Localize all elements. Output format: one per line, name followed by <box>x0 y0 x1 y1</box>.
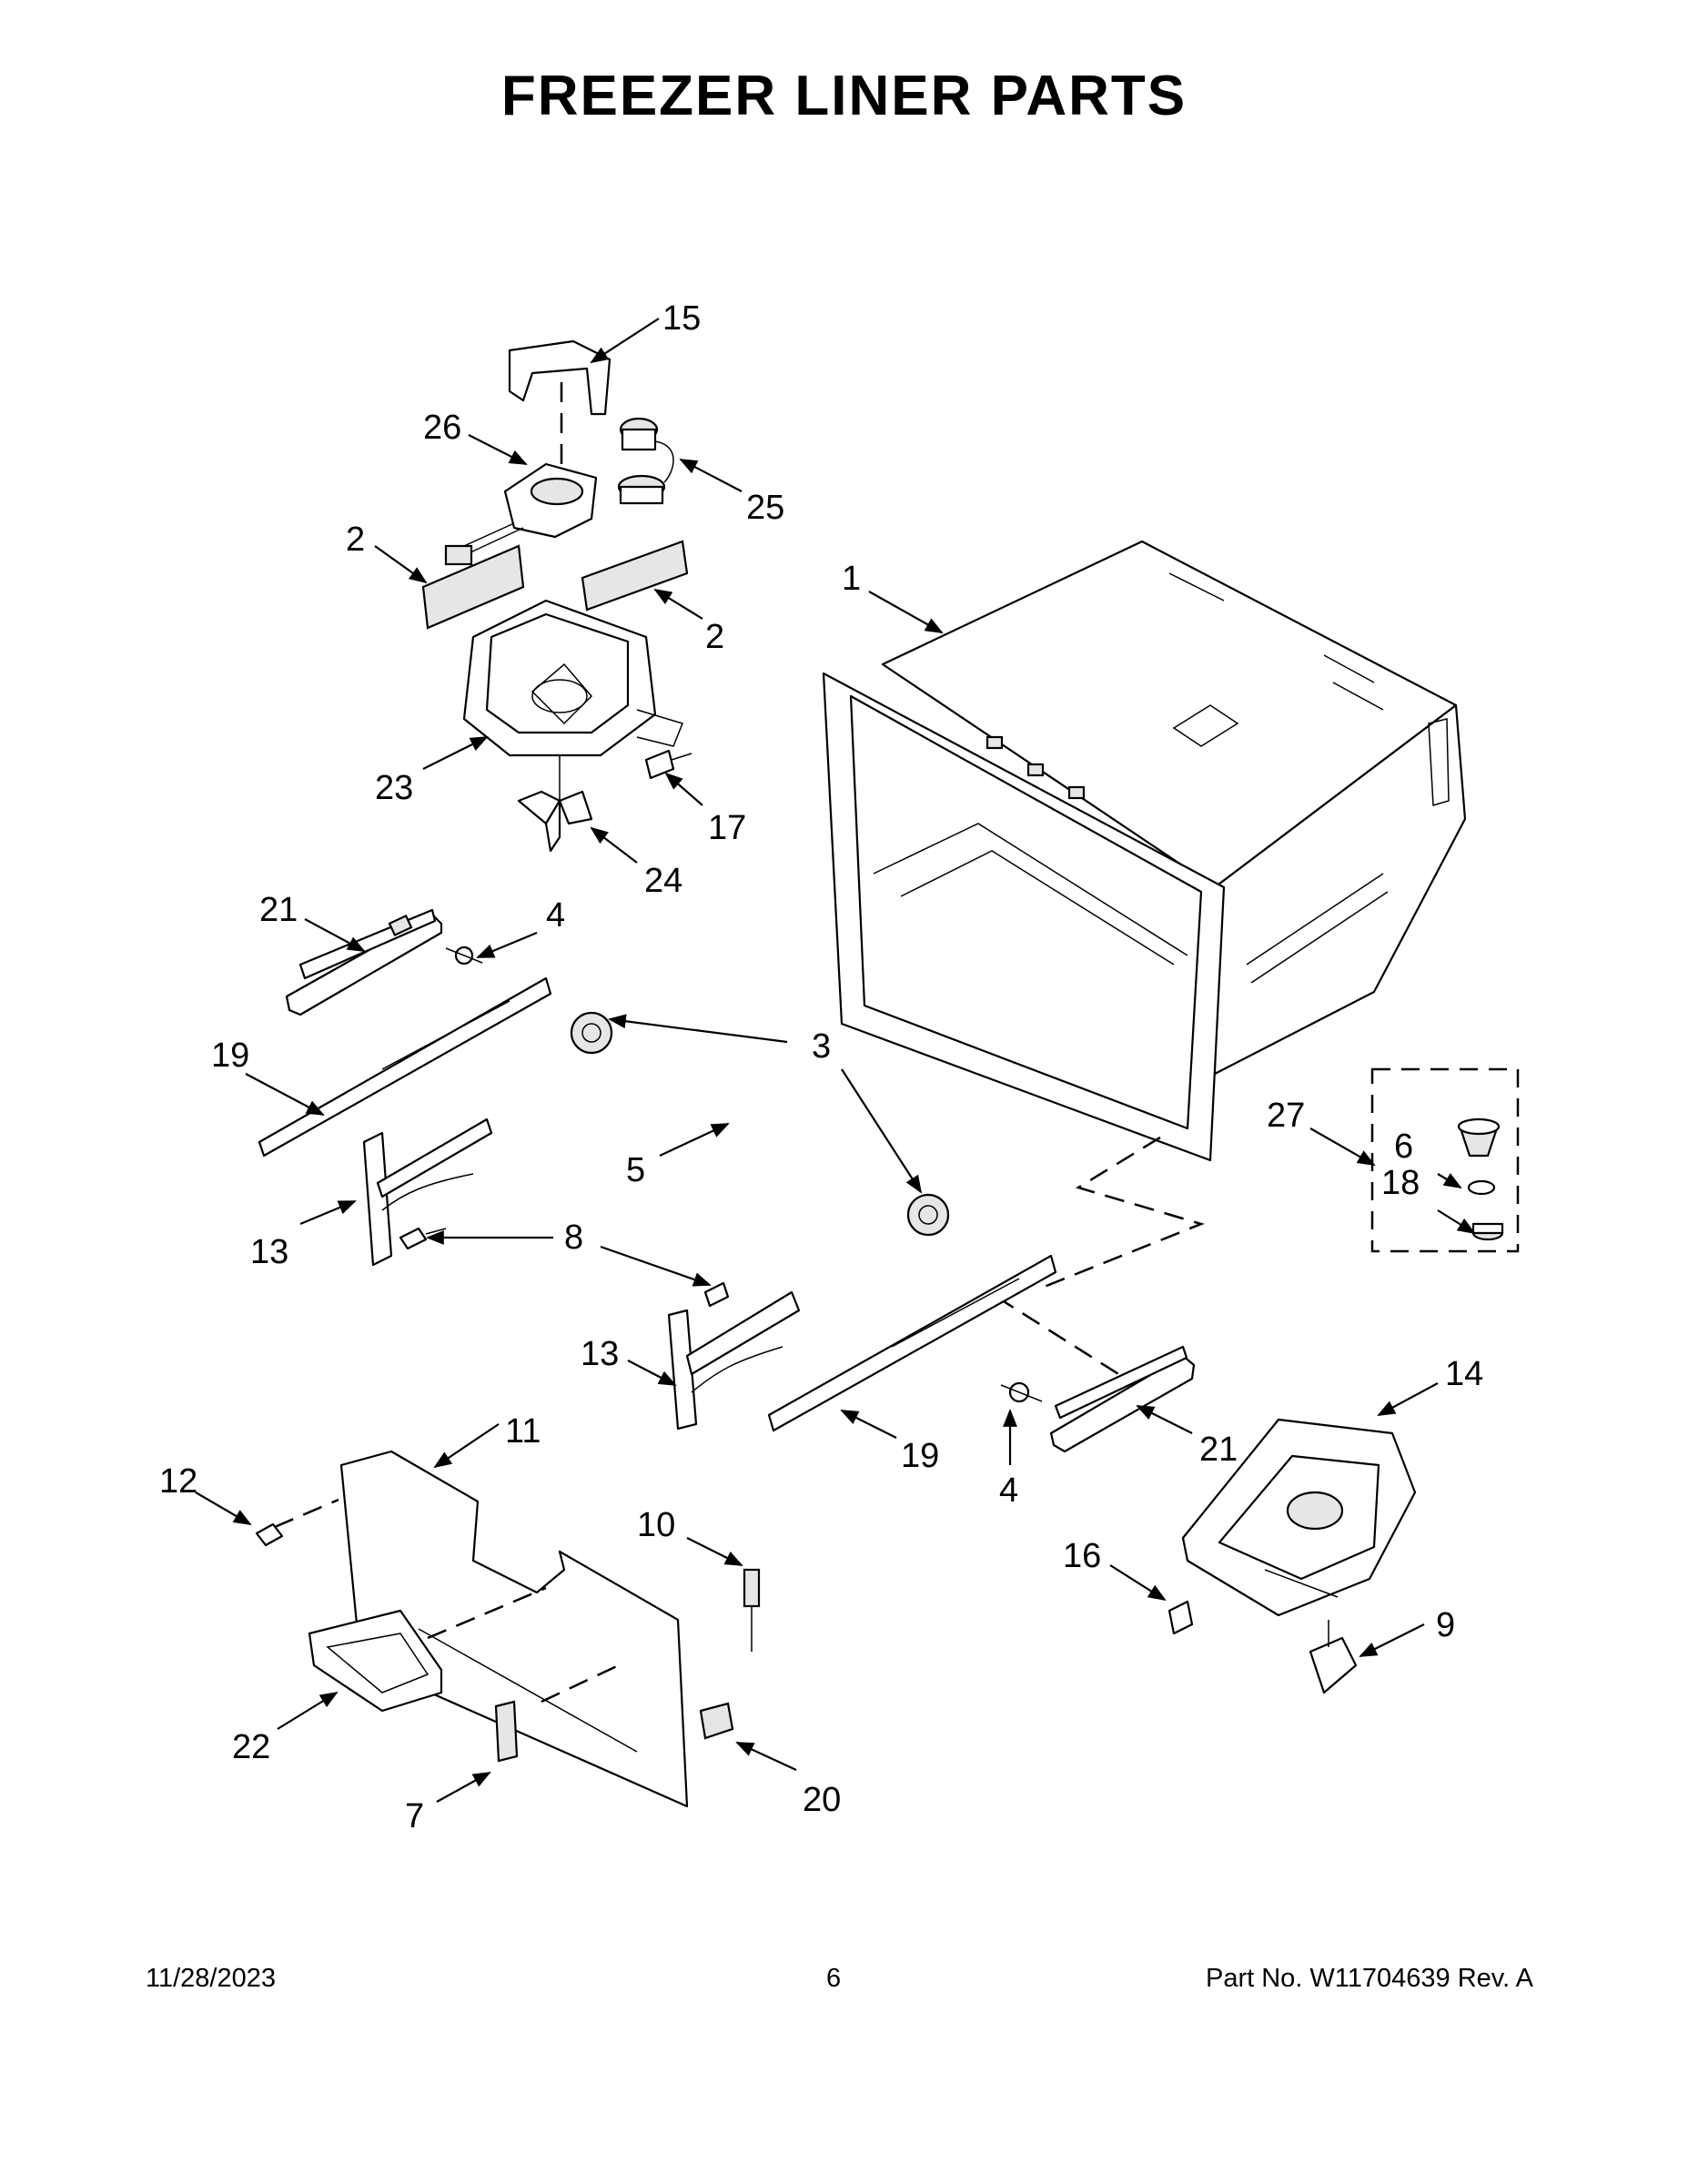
thermistor <box>743 1568 761 1652</box>
air-damper <box>1309 1620 1358 1694</box>
callout-2-left: 2 <box>346 521 365 559</box>
panel-foam-strip <box>699 1702 734 1740</box>
callout-11: 11 <box>505 1412 541 1451</box>
panel-screw <box>255 1498 339 1547</box>
foam-block-right <box>581 540 689 612</box>
slide-screw-lower <box>703 1281 730 1308</box>
callout-1: 1 <box>842 560 861 598</box>
footer-date: 11/28/2023 <box>146 1964 276 1993</box>
callout-13-lower: 13 <box>581 1335 619 1373</box>
callout-19-lower: 19 <box>901 1437 939 1475</box>
fan-blade <box>517 755 593 853</box>
callout-23: 23 <box>375 769 413 807</box>
callout-14: 14 <box>1445 1355 1483 1393</box>
foam-block-left <box>421 544 525 630</box>
bracket-screw-right <box>1000 1381 1043 1403</box>
callout-22: 22 <box>232 1728 270 1766</box>
footer-page-number: 6 <box>826 1964 842 1993</box>
fan-motor <box>444 462 598 566</box>
callout-20: 20 <box>803 1781 841 1819</box>
callout-13-upper: 13 <box>250 1233 288 1271</box>
callout-21-lower: 21 <box>1199 1431 1238 1469</box>
air-duct-shroud <box>1181 1418 1417 1617</box>
duct-clip <box>1167 1600 1194 1635</box>
callout-3: 3 <box>812 1027 831 1066</box>
callout-16: 16 <box>1063 1537 1101 1575</box>
slide-bracket-left <box>285 908 443 1016</box>
freezer-liner <box>822 540 1467 1162</box>
slide-support-upper <box>362 1117 493 1267</box>
slide-bracket-right <box>1049 1345 1196 1453</box>
callout-2-right: 2 <box>705 618 724 656</box>
callout-27: 27 <box>1267 1097 1305 1135</box>
callout-26: 26 <box>423 409 461 447</box>
callout-4-lower: 4 <box>999 1471 1018 1510</box>
grille-clip <box>494 1700 519 1763</box>
drain-cap <box>1471 1222 1504 1241</box>
callout-19-upper: 19 <box>211 1036 249 1075</box>
callout-15: 15 <box>662 299 701 338</box>
callout-9: 9 <box>1436 1606 1455 1644</box>
callout-18: 18 <box>1381 1164 1420 1202</box>
air-grille <box>308 1609 443 1713</box>
footer-part-number: Part No. W11704639 Rev. A <box>1205 1964 1533 1993</box>
callout-24: 24 <box>644 862 682 900</box>
slide-support-lower <box>667 1290 801 1431</box>
callout-17: 17 <box>708 809 746 847</box>
o-ring <box>1467 1179 1496 1196</box>
slide-rail-left <box>258 976 552 1158</box>
callout-21-upper: 21 <box>259 891 298 929</box>
callout-8: 8 <box>564 1218 583 1257</box>
mounting-screw <box>644 749 692 780</box>
fan-housing <box>462 599 684 757</box>
drain-fitting <box>1457 1117 1501 1158</box>
callout-10: 10 <box>637 1506 675 1544</box>
callout-4-upper: 4 <box>546 896 565 935</box>
leader-lines <box>195 318 1476 1803</box>
bracket-screw-left <box>445 945 483 966</box>
pinion-shaft <box>570 1011 950 1237</box>
callout-12: 12 <box>159 1462 197 1501</box>
callout-25: 25 <box>746 489 784 527</box>
slide-rail-right <box>767 1254 1057 1432</box>
callout-5: 5 <box>626 1151 645 1189</box>
page-title: FREEZER LINER PARTS <box>500 65 1188 127</box>
callout-7: 7 <box>405 1797 424 1835</box>
callout-6: 6 <box>1394 1127 1413 1166</box>
motor-grommet <box>617 417 674 505</box>
